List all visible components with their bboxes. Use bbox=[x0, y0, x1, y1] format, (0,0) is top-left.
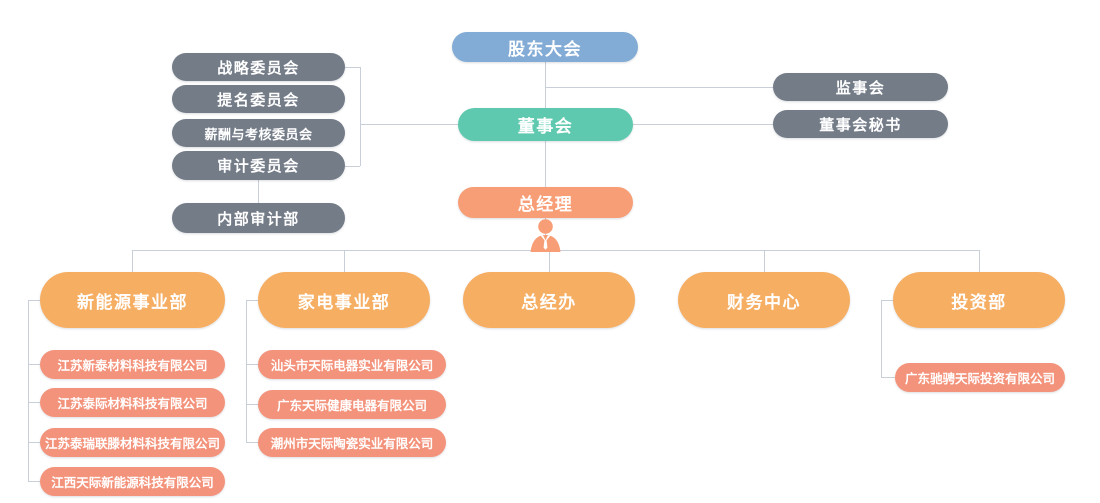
node-dept-gm-office: 总经办 bbox=[463, 272, 635, 328]
node-sub-jiangxi-tianji: 江西天际新能源科技有限公司 bbox=[40, 467, 225, 496]
connector-stub-dept2 bbox=[344, 250, 345, 272]
connector-ne-sub3 bbox=[28, 442, 40, 443]
connector-stub-dept4 bbox=[764, 250, 765, 272]
node-sub-taiji-materials: 江苏泰际材料科技有限公司 bbox=[40, 388, 225, 417]
connector-to-supervisory bbox=[545, 87, 773, 88]
node-dept-new-energy: 新能源事业部 bbox=[40, 272, 225, 328]
connector-inv-sub1 bbox=[881, 377, 895, 378]
node-supervisory-board: 监事会 bbox=[773, 73, 948, 101]
connector-audit-internal bbox=[258, 180, 259, 203]
node-nomination-committee: 提名委员会 bbox=[172, 85, 345, 113]
connector-ha-sub1 bbox=[246, 364, 258, 365]
connector-gm-distribution bbox=[545, 218, 546, 250]
connector-stub-dept3 bbox=[549, 250, 550, 272]
node-board-of-directors: 董事会 bbox=[458, 108, 633, 141]
node-board-secretary: 董事会秘书 bbox=[773, 110, 948, 138]
node-sub-chaozhou-ceramics: 潮州市天际陶瓷实业有限公司 bbox=[258, 428, 446, 457]
connector-ne-bracket bbox=[28, 300, 29, 481]
connector-committee-bottom-stub bbox=[345, 166, 360, 167]
node-sub-tairui-lianteng: 江苏泰瑞联滕材料科技有限公司 bbox=[40, 428, 225, 457]
connector-ha-bracket-stub bbox=[246, 300, 258, 301]
node-remuneration-committee: 薪酬与考核委员会 bbox=[172, 119, 345, 147]
node-strategy-committee: 战略委员会 bbox=[172, 53, 345, 81]
person-icon bbox=[527, 219, 564, 257]
connector-inv-bracket-stub bbox=[881, 300, 893, 301]
connector-ne-bracket-stub bbox=[28, 300, 40, 301]
connector-ne-sub4 bbox=[28, 481, 40, 482]
connector-board-secretary bbox=[633, 124, 773, 125]
node-dept-investment: 投资部 bbox=[893, 272, 1065, 328]
node-general-manager: 总经理 bbox=[458, 187, 633, 218]
node-sub-xintai-materials: 江苏新泰材料科技有限公司 bbox=[40, 350, 225, 379]
connector-committee-bracket bbox=[360, 67, 361, 166]
connector-ha-sub3 bbox=[246, 442, 258, 443]
connector-inv-bracket bbox=[881, 300, 882, 377]
node-audit-committee: 审计委员会 bbox=[172, 151, 345, 180]
node-sub-shantou-appliance: 汕头市天际电器实业有限公司 bbox=[258, 350, 446, 379]
node-dept-home-appliance: 家电事业部 bbox=[258, 272, 430, 328]
connector-ha-sub2 bbox=[246, 404, 258, 405]
connector-ha-bracket bbox=[246, 300, 247, 442]
connector-stub-dept1 bbox=[132, 250, 133, 272]
node-internal-audit-dept: 内部审计部 bbox=[172, 203, 345, 233]
node-sub-chicheng-investment: 广东驰骋天际投资有限公司 bbox=[895, 363, 1065, 392]
connector-ne-sub2 bbox=[28, 402, 40, 403]
connector-shareholders-board bbox=[545, 62, 546, 108]
node-dept-finance-center: 财务中心 bbox=[678, 272, 850, 328]
connector-ne-sub1 bbox=[28, 364, 40, 365]
node-shareholders-meeting: 股东大会 bbox=[452, 32, 638, 62]
connector-board-gm bbox=[545, 141, 546, 187]
connector-committees-board bbox=[360, 124, 458, 125]
connector-stub-dept5 bbox=[979, 250, 980, 272]
node-sub-guangdong-health: 广东天际健康电器有限公司 bbox=[258, 390, 446, 419]
connector-committee-top-stub bbox=[345, 67, 360, 68]
